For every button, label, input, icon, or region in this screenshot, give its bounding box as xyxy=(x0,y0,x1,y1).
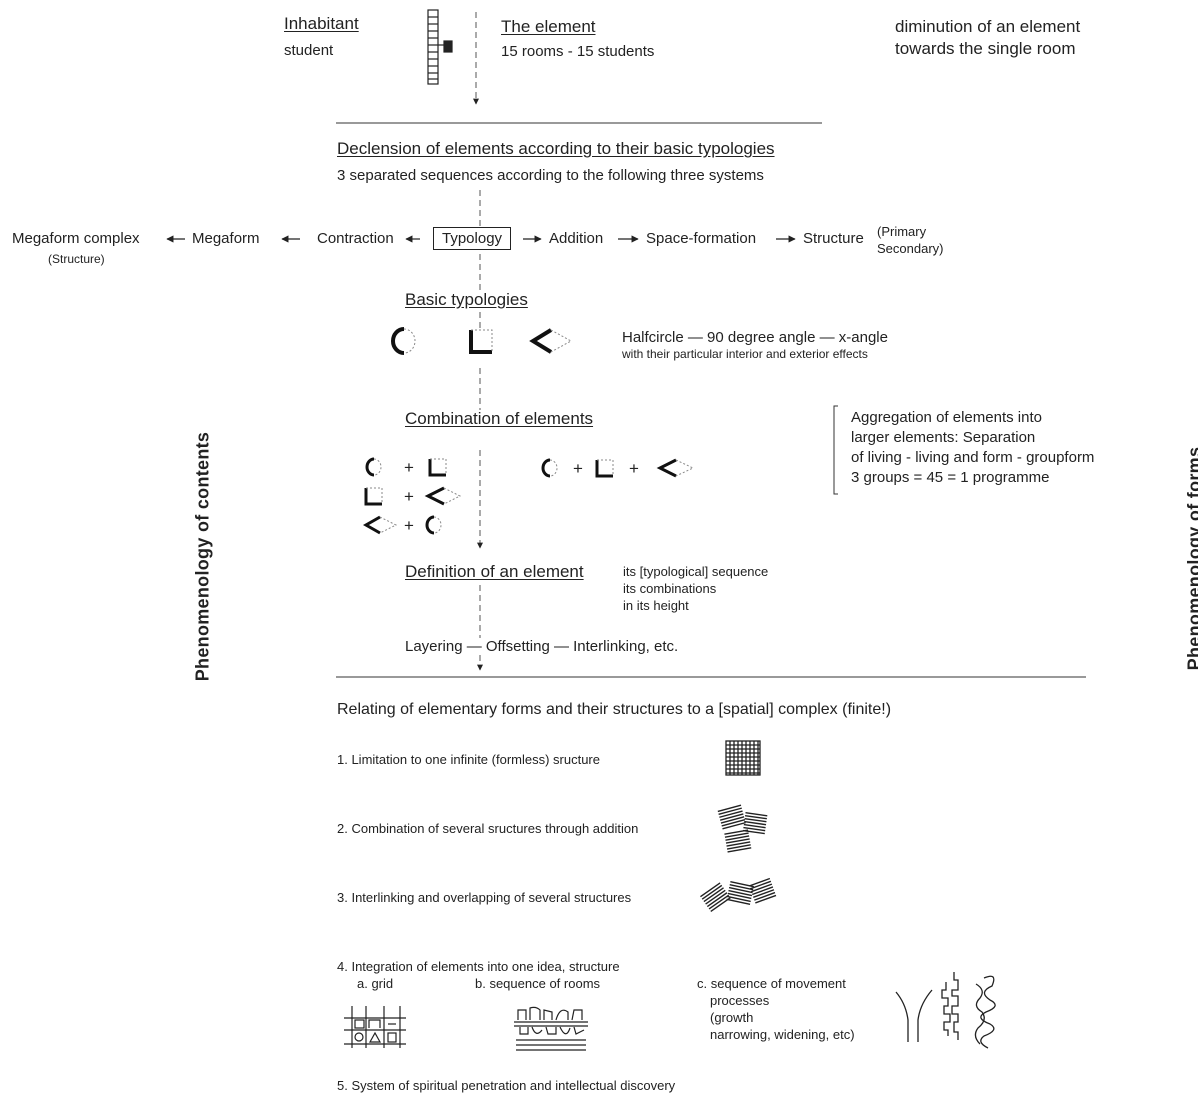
movement-processes-sketch-icon xyxy=(895,972,996,1049)
plus-sign: + xyxy=(629,459,639,478)
aggregation-bracket xyxy=(833,405,838,495)
relating-item-1: 1. Limitation to one infinite (formless)… xyxy=(337,752,600,767)
plus-sign: + xyxy=(404,516,414,535)
definition-line-3: in its height xyxy=(623,598,689,613)
rooms-label: 15 rooms - 15 students xyxy=(501,43,655,60)
room-sequence-sketch-icon xyxy=(514,1006,588,1051)
plus-sign: + xyxy=(404,458,414,477)
element-label: The element xyxy=(501,17,596,36)
relating-item-4: 4. Integration of elements into one idea… xyxy=(337,959,620,974)
addition-label: Addition xyxy=(549,230,604,247)
formless-structure-grid-icon xyxy=(725,740,761,776)
primary-label: (Primary xyxy=(877,224,927,239)
megaform-complex-label: Megaform complex xyxy=(12,230,140,247)
relating-item-4c-line-3: (growth xyxy=(710,1010,754,1025)
halfcircle-glyph xyxy=(391,327,416,355)
structure-label: Structure xyxy=(803,230,864,247)
combination-left-glyphs xyxy=(362,457,462,535)
layering-line: Layering — Offsetting — Interlinking, et… xyxy=(405,638,679,655)
plus-sign: + xyxy=(573,459,583,478)
relating-title: Relating of elementary forms and their s… xyxy=(337,701,892,718)
aggregation-line-1: Aggregation of elements into xyxy=(851,409,1042,426)
typology-box: Typology xyxy=(433,227,512,251)
aggregation-line-2: larger elements: Separation xyxy=(851,429,1036,446)
definition-title: Definition of an element xyxy=(405,562,584,581)
student-label: student xyxy=(284,42,334,59)
basic-typologies-line-1: Halfcircle — 90 degree angle — x-angle xyxy=(622,329,888,346)
rooms-column-icon xyxy=(427,9,453,85)
relating-item-4c-line-4: narrowing, widening, etc) xyxy=(710,1027,855,1042)
right-angle-glyph xyxy=(469,329,493,354)
flow-dashed-lines xyxy=(473,12,483,671)
combination-triple-glyphs xyxy=(541,458,695,478)
aggregation-line-4: 3 groups = 45 = 1 programme xyxy=(851,469,1050,486)
overlapping-structures-icon xyxy=(700,877,777,913)
relating-item-4c-line-2: processes xyxy=(710,993,770,1008)
relating-item-4b: b. sequence of rooms xyxy=(475,976,601,991)
structure-note-label: (Structure) xyxy=(48,252,105,266)
diminution-line-1: diminution of an element xyxy=(895,17,1081,36)
phenomenology-of-contents-label: Phenomenology of contents xyxy=(192,431,213,682)
definition-line-2: its combinations xyxy=(623,581,717,596)
grid-sketch-icon xyxy=(344,1006,406,1048)
relating-item-4c-line-1: c. sequence of movement xyxy=(697,976,846,991)
declension-title: Declension of elements according to thei… xyxy=(337,139,775,158)
diminution-line-2: towards the single room xyxy=(895,39,1076,58)
x-angle-glyph xyxy=(529,328,573,354)
contraction-label: Contraction xyxy=(317,230,394,247)
basic-typologies-title: Basic typologies xyxy=(405,290,528,309)
basic-typologies-line-2: with their particular interior and exter… xyxy=(622,347,868,361)
secondary-label: Secondary) xyxy=(877,241,944,256)
definition-line-1: its [typological] sequence xyxy=(623,564,769,579)
added-structures-icon xyxy=(717,804,768,853)
aggregation-line-3: of living - living and form - groupform xyxy=(851,449,1095,466)
megaform-label: Megaform xyxy=(192,230,260,247)
relating-item-5: 5. System of spiritual penetration and i… xyxy=(337,1078,676,1093)
relating-item-4a: a. grid xyxy=(357,976,394,991)
inhabitant-label: Inhabitant xyxy=(284,14,359,33)
combination-title: Combination of elements xyxy=(405,409,594,428)
declension-subtitle: 3 separated sequences according to the f… xyxy=(337,167,764,184)
plus-sign: + xyxy=(404,487,414,506)
relating-item-2: 2. Combination of several sructures thro… xyxy=(337,821,639,836)
space-formation-label: Space-formation xyxy=(646,230,757,247)
phenomenology-of-forms-label: Phenomenology of forms xyxy=(1184,446,1198,671)
relating-item-3: 3. Interlinking and overlapping of sever… xyxy=(337,890,632,905)
